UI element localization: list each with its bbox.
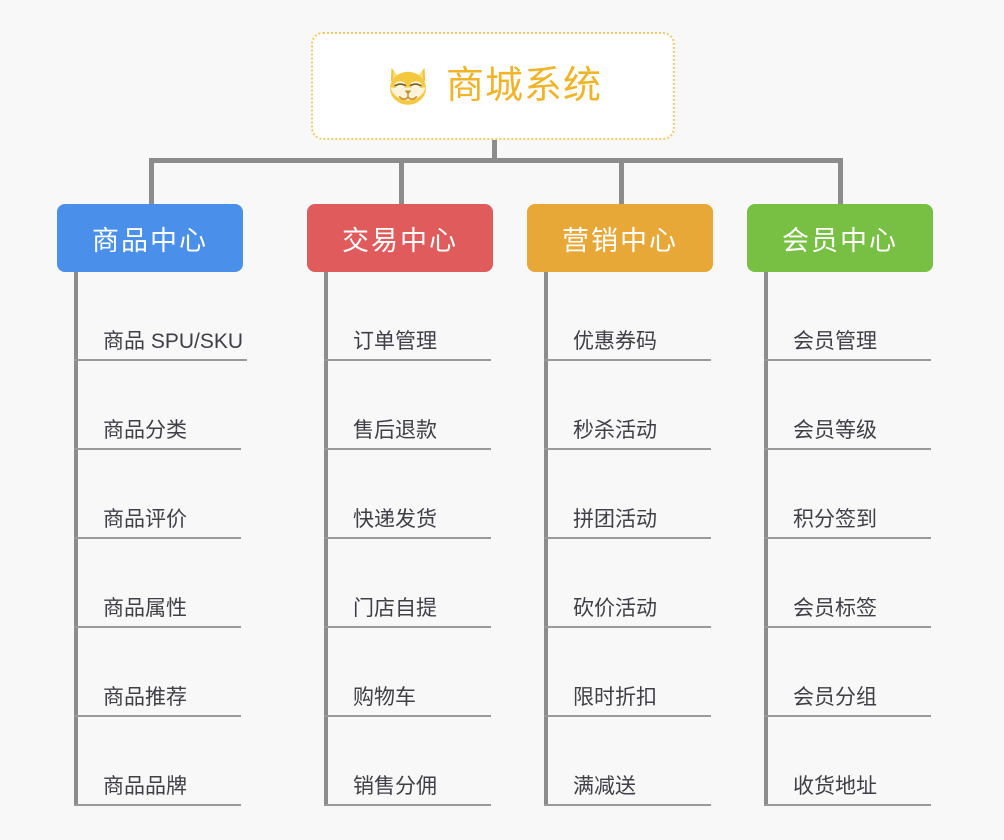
list-item[interactable]: 商品 SPU/SKU bbox=[73, 272, 248, 362]
list-item[interactable]: 售后退款 bbox=[324, 361, 491, 451]
branch-items-3: 会员管理 会员等级 积分签到 会员标签 会员分组 收货地址 bbox=[764, 272, 931, 807]
branch-header-3[interactable]: 会员中心 bbox=[747, 204, 933, 272]
list-item-label: 门店自提 bbox=[324, 597, 491, 629]
list-item-label: 快递发货 bbox=[324, 508, 491, 540]
connector-root-stem bbox=[492, 140, 497, 162]
list-item[interactable]: 满减送 bbox=[544, 717, 711, 807]
list-item-label: 会员等级 bbox=[764, 419, 931, 451]
list-item-label: 拼团活动 bbox=[544, 508, 711, 540]
branch-title: 交易中心 bbox=[342, 225, 458, 256]
list-item[interactable]: 会员等级 bbox=[764, 361, 931, 451]
branch-title: 商品中心 bbox=[92, 225, 208, 256]
connector-drop-2 bbox=[399, 158, 404, 206]
list-item[interactable]: 商品分类 bbox=[74, 361, 247, 451]
branch-stem-0 bbox=[74, 272, 78, 806]
branch-stem-3 bbox=[764, 272, 768, 806]
list-item[interactable]: 优惠券码 bbox=[544, 272, 711, 362]
list-item[interactable]: 快递发货 bbox=[324, 450, 491, 540]
list-item-label: 商品推荐 bbox=[74, 686, 241, 718]
list-item-label: 会员管理 bbox=[764, 330, 931, 362]
list-item[interactable]: 会员分组 bbox=[764, 628, 931, 718]
list-item[interactable]: 商品评价 bbox=[74, 450, 247, 540]
list-item-label: 会员标签 bbox=[764, 597, 931, 629]
list-item-label: 商品评价 bbox=[74, 508, 241, 540]
connector-horizontal-bus bbox=[149, 158, 839, 163]
branch-header-1[interactable]: 交易中心 bbox=[307, 204, 493, 272]
branch-title: 营销中心 bbox=[562, 225, 678, 256]
list-item-label: 商品 SPU/SKU bbox=[73, 330, 248, 362]
list-item-label: 限时折扣 bbox=[544, 686, 711, 718]
list-item-label: 秒杀活动 bbox=[544, 419, 711, 451]
connector-drop-3 bbox=[619, 158, 624, 206]
branch-items-0: 商品 SPU/SKU 商品分类 商品评价 商品属性 商品推荐 商品品牌 bbox=[73, 272, 248, 807]
list-item-label: 订单管理 bbox=[324, 330, 491, 362]
list-item[interactable]: 销售分佣 bbox=[324, 717, 491, 807]
list-item-label: 积分签到 bbox=[764, 508, 931, 540]
list-item[interactable]: 门店自提 bbox=[324, 539, 491, 629]
list-item-label: 商品品牌 bbox=[74, 775, 241, 807]
root-title: 商城系统 bbox=[445, 65, 602, 107]
list-item[interactable]: 限时折扣 bbox=[544, 628, 711, 718]
connector-drop-1 bbox=[149, 158, 154, 206]
list-item-label: 购物车 bbox=[324, 686, 491, 718]
shiba-dog-icon bbox=[389, 68, 426, 105]
list-item[interactable]: 购物车 bbox=[324, 628, 491, 718]
list-item-label: 商品分类 bbox=[74, 419, 241, 451]
list-item-label: 收货地址 bbox=[764, 775, 931, 807]
branch-items-2: 优惠券码 秒杀活动 拼团活动 砍价活动 限时折扣 满减送 bbox=[544, 272, 711, 807]
list-item-label: 会员分组 bbox=[764, 686, 931, 718]
list-item[interactable]: 收货地址 bbox=[764, 717, 931, 807]
connector-drop-4 bbox=[838, 158, 843, 206]
list-item-label: 商品属性 bbox=[74, 597, 241, 629]
branch-items-1: 订单管理 售后退款 快递发货 门店自提 购物车 销售分佣 bbox=[324, 272, 491, 807]
list-item[interactable]: 积分签到 bbox=[764, 450, 931, 540]
list-item[interactable]: 商品推荐 bbox=[74, 628, 247, 718]
branch-title: 会员中心 bbox=[782, 225, 898, 256]
list-item-label: 砍价活动 bbox=[544, 597, 711, 629]
list-item-label: 优惠券码 bbox=[544, 330, 711, 362]
list-item[interactable]: 商品品牌 bbox=[74, 717, 247, 807]
branch-header-0[interactable]: 商品中心 bbox=[57, 204, 243, 272]
root-node[interactable]: 商城系统 bbox=[311, 32, 675, 140]
list-item-label: 销售分佣 bbox=[324, 775, 491, 807]
list-item[interactable]: 秒杀活动 bbox=[544, 361, 711, 451]
list-item[interactable]: 会员标签 bbox=[764, 539, 931, 629]
branch-header-2[interactable]: 营销中心 bbox=[527, 204, 713, 272]
list-item-label: 满减送 bbox=[544, 775, 711, 807]
list-item-label: 售后退款 bbox=[324, 419, 491, 451]
branch-stem-1 bbox=[324, 272, 328, 806]
list-item[interactable]: 拼团活动 bbox=[544, 450, 711, 540]
list-item[interactable]: 砍价活动 bbox=[544, 539, 711, 629]
branch-stem-2 bbox=[544, 272, 548, 806]
list-item[interactable]: 会员管理 bbox=[764, 272, 931, 362]
list-item[interactable]: 商品属性 bbox=[74, 539, 247, 629]
list-item[interactable]: 订单管理 bbox=[324, 272, 491, 362]
